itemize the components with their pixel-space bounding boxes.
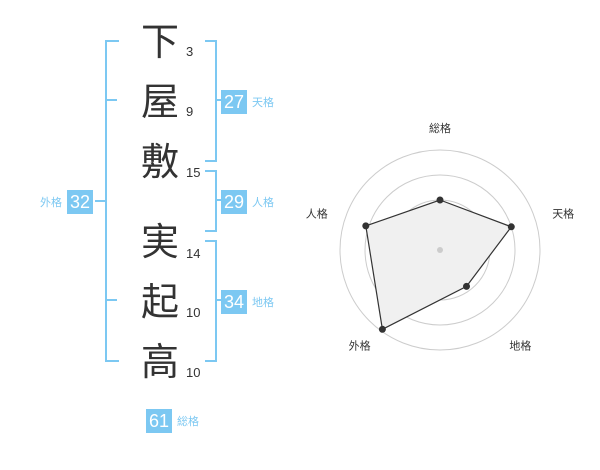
name-char: 下 (140, 20, 179, 64)
chikaku-label: 地格 (252, 296, 275, 309)
radar-points (362, 196, 515, 333)
soukaku-badge: 61 総格 (146, 409, 199, 433)
stroke-count: 15 (186, 165, 201, 180)
bracket-tick (107, 299, 117, 301)
radar-point (463, 282, 470, 290)
radar-ring (339, 149, 541, 351)
soukaku-label: 総格 (177, 415, 200, 428)
jinkaku-value: 29 (221, 190, 248, 214)
bracket-tick (95, 200, 105, 202)
jinkaku-badge: 29 人格 (221, 190, 274, 214)
stroke-count: 10 (186, 305, 201, 320)
chikaku-value: 34 (221, 290, 248, 314)
bracket-tick (215, 99, 223, 101)
radar-point (378, 325, 386, 333)
stroke-count: 14 (186, 246, 201, 261)
tenkaku-label: 天格 (252, 96, 275, 109)
name-char: 敷 (140, 140, 179, 184)
chikaku-badge: 34 地格 (221, 290, 274, 314)
radar-center-dot (437, 247, 443, 253)
bracket-tick (107, 99, 117, 101)
radar-point (436, 196, 444, 204)
name-char: 屋 (140, 80, 179, 124)
radar-point (507, 223, 515, 231)
radar-axis-label: 地格 (509, 339, 531, 353)
radar-polygon (365, 199, 513, 331)
tenkaku-bracket (205, 40, 217, 162)
tenkaku-value: 27 (221, 90, 248, 114)
gaikaku-value: 32 (67, 190, 94, 214)
radar-axis-label: 人格 (306, 207, 328, 221)
jinkaku-label: 人格 (252, 196, 275, 209)
stroke-count: 10 (186, 365, 201, 380)
radar-ring (364, 174, 516, 326)
radar-axis-label: 天格 (552, 207, 574, 221)
stroke-count: 3 (186, 44, 194, 59)
gaikaku-label: 外格 (40, 196, 62, 209)
gaikaku-bracket (105, 40, 119, 362)
chikaku-bracket (205, 240, 217, 362)
tenkaku-badge: 27 天格 (221, 90, 274, 114)
gaikaku-badge: 外格 32 (40, 190, 94, 214)
radar-axis-label: 外格 (349, 339, 371, 353)
radar-axis-label: 総格 (429, 121, 451, 135)
name-char: 実 (140, 220, 179, 264)
name-char: 高 (140, 340, 179, 384)
bracket-tick (215, 199, 223, 201)
name-char: 起 (140, 280, 179, 324)
radar-point (362, 222, 370, 230)
bracket-tick (215, 299, 223, 301)
soukaku-value: 61 (146, 409, 173, 433)
stroke-count: 9 (186, 104, 194, 119)
jinkaku-bracket (205, 170, 217, 232)
